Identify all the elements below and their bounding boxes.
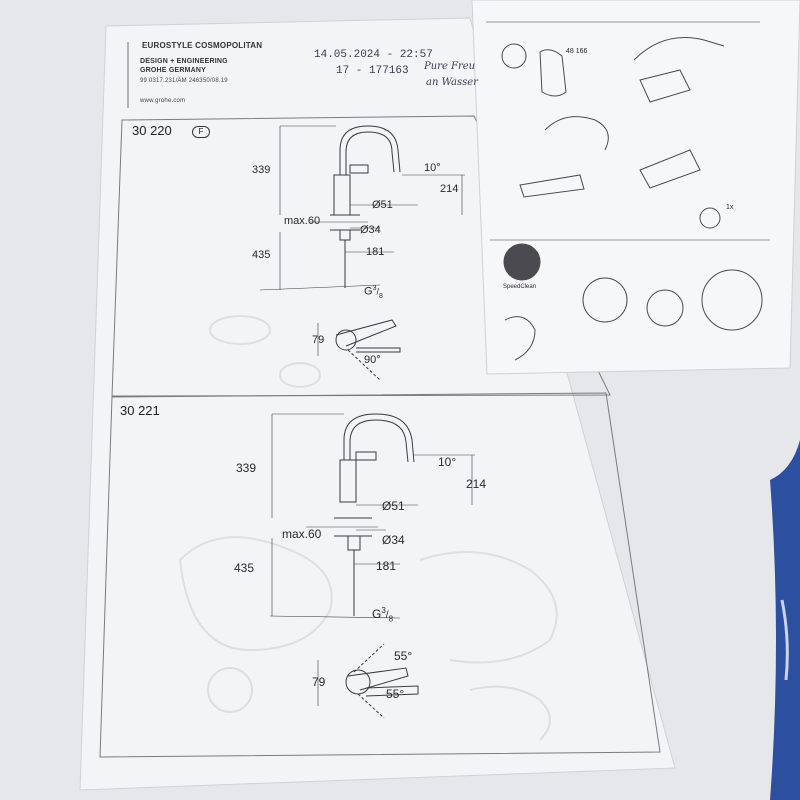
model-number-30220: 30 220 (132, 123, 172, 138)
dim-body-diameter-2: Ø51 (382, 499, 405, 513)
model-badge-f: F (192, 126, 210, 138)
document-code: 99.0317.231/ÄM 246350/08.19 (140, 78, 228, 84)
diagram-frame-1 (111, 115, 611, 397)
dim-handle-angle-down-2: 55° (386, 687, 405, 701)
faucet-drawing-1 (259, 125, 465, 381)
stamp-reference: 17 - 177163 (336, 65, 409, 77)
dim-thread-1: G3/8 (364, 285, 383, 300)
cleaning-leaflet (471, 0, 800, 375)
diagram-frame-2 (99, 392, 661, 758)
dim-max-thickness-2: max.60 (282, 527, 322, 541)
dim-handle-angle-1: 90° (364, 354, 381, 366)
model-number-30221: 30 221 (120, 403, 160, 418)
instruction-sheet (79, 17, 676, 791)
dim-reach-1: 181 (366, 246, 385, 258)
leaflet-part-number: 48 166 (566, 48, 588, 55)
dim-hole-diameter-2: Ø34 (382, 533, 405, 547)
product-line-title: EUROSTYLE COSMOPOLITAN (142, 41, 263, 50)
dim-spout-angle-1: 10° (424, 162, 441, 174)
dim-handle-height-1: 79 (312, 334, 325, 346)
header-line-design: DESIGN + ENGINEERING (140, 58, 228, 65)
dim-handle-angle-up-2: 55° (394, 649, 413, 663)
dim-height-bottom-2: 435 (234, 561, 255, 575)
dim-reach-2: 181 (376, 559, 397, 573)
handwritten-line-2: an Wasser (426, 77, 478, 88)
dim-height-bottom-1: 435 (252, 249, 271, 261)
leaflet-speedclean-label: SpeedClean (503, 284, 537, 290)
dim-max-thickness-1: max.60 (284, 215, 321, 227)
leaflet-cycle-label: 1x (726, 204, 734, 211)
dim-body-diameter-1: Ø51 (372, 199, 393, 211)
dim-hole-diameter-1: Ø34 (360, 224, 381, 236)
dim-spout-angle-2: 10° (438, 455, 457, 469)
dim-height-top-1: 339 (252, 164, 271, 176)
header-line-grohe: GROHE GERMANY (140, 67, 206, 74)
handwritten-line-1: Pure Freu (424, 61, 476, 72)
website-text: www.grohe.com (140, 98, 186, 104)
dim-height-top-2: 339 (236, 461, 257, 475)
dim-spout-height-2: 214 (466, 477, 487, 491)
dim-thread-2: G3/8 (372, 606, 394, 624)
faucet-drawing-2 (269, 413, 475, 719)
stamp-datetime: 14.05.2024 - 22:57 (314, 49, 433, 61)
dim-handle-height-2: 79 (312, 675, 326, 689)
dim-spout-height-1: 214 (440, 183, 459, 195)
